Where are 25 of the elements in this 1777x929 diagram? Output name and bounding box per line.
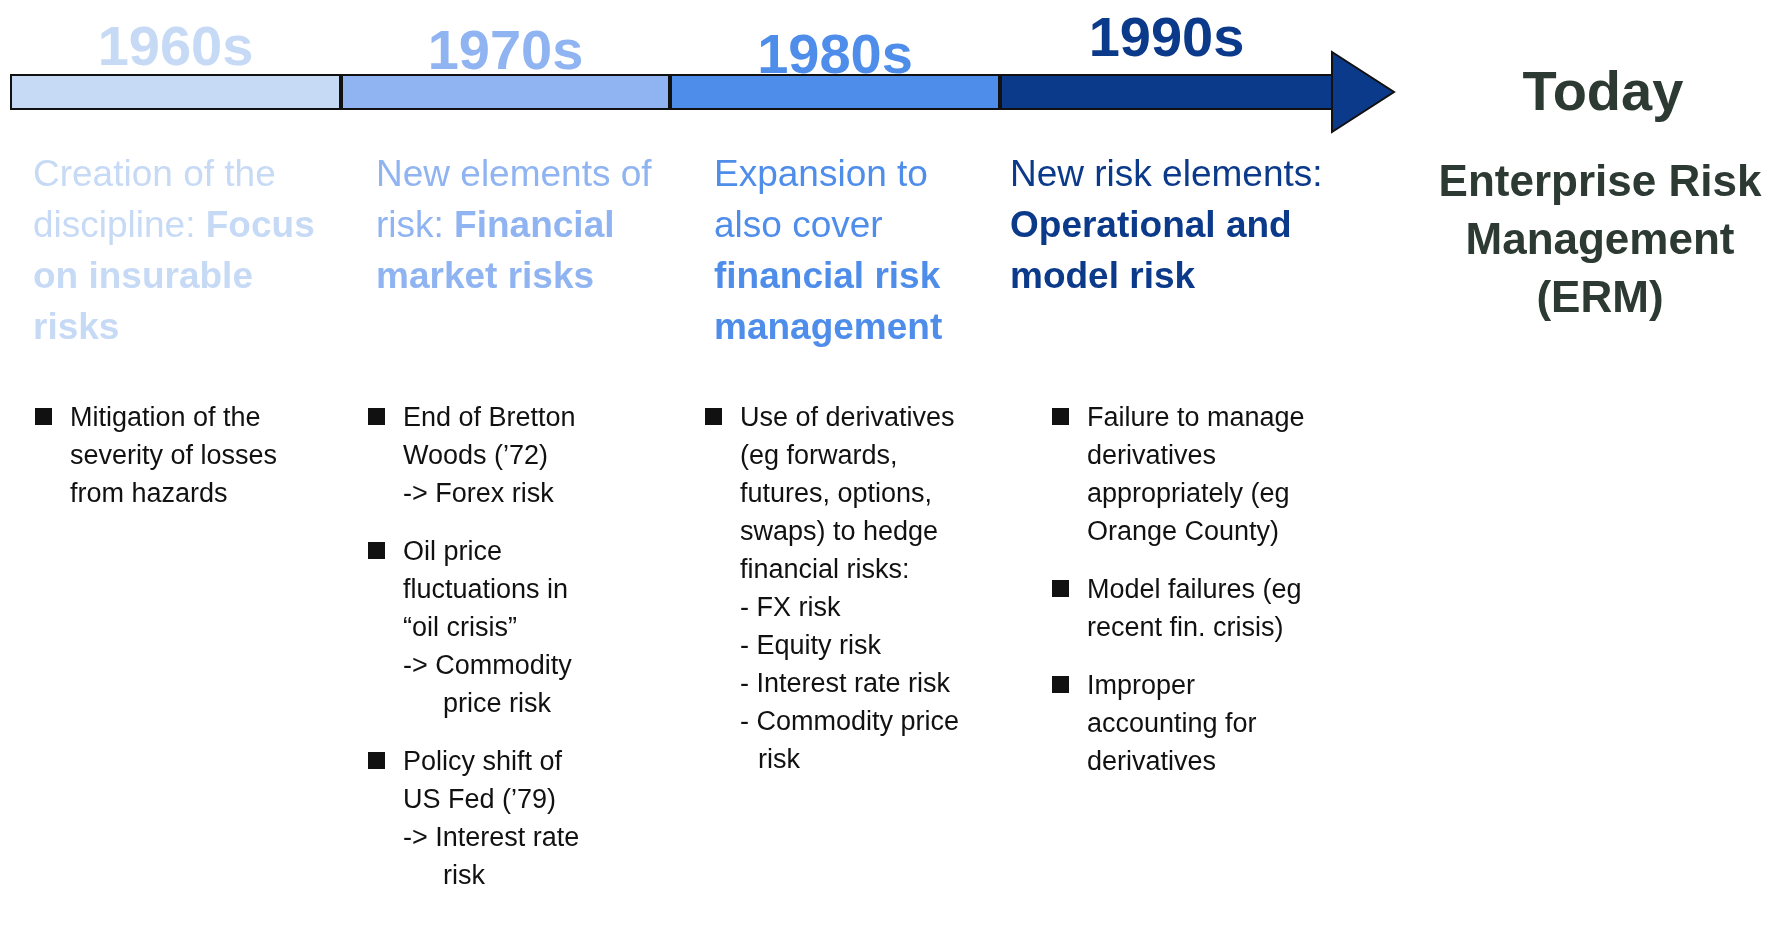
bullet-text: Oil price fluctuations in “oil crisis” (403, 536, 569, 642)
sub-item-text: -> Interest rate risk (403, 821, 581, 892)
bullet-text: Model failures (eg recent fin. crisis) (1087, 574, 1302, 642)
sub-item-text: -> Forex risk (403, 477, 555, 510)
decade-label: 1980s (757, 22, 913, 86)
decade-label: 1970s (427, 18, 584, 82)
period-heading: New elements of risk: Financial market risks (376, 152, 653, 298)
bullet-text: Policy shift of US Fed (’79) (403, 746, 563, 814)
bullet-text: Improper accounting for derivatives (1087, 670, 1257, 776)
bullet-text: Failure to manage derivatives appropriately (eg Orange County) (1087, 402, 1305, 546)
era-heading: Enterprise Risk Management (ERM) (1437, 155, 1763, 323)
bullet-text: End of Bretton Woods (’72) (403, 402, 576, 470)
bullet-text: Use of derivatives (eg forwards, futures, options, swaps) to hedge financial risks: (740, 402, 955, 584)
bullet-text: Mitigation of the severity of losses from hazards (70, 402, 278, 508)
sub-item-text: - Equity risk (740, 629, 883, 662)
era-label: Today (1521, 58, 1685, 124)
sub-item-text: - Interest rate risk (740, 667, 952, 700)
period-heading: Creation of the discipline: Focus on insurable risks (33, 152, 316, 349)
sub-item-text: - Commodity price risk (740, 705, 961, 776)
decade-label: 1960s (97, 14, 254, 78)
period-heading: Expansion to also cover financial risk management (714, 152, 944, 349)
period-heading: New risk elements: Operational and model risk (1010, 152, 1324, 298)
decade-label: 1990s (1088, 5, 1245, 69)
sub-item-text: - FX risk (740, 591, 842, 624)
sub-item-text: -> Commodity price risk (403, 649, 573, 720)
